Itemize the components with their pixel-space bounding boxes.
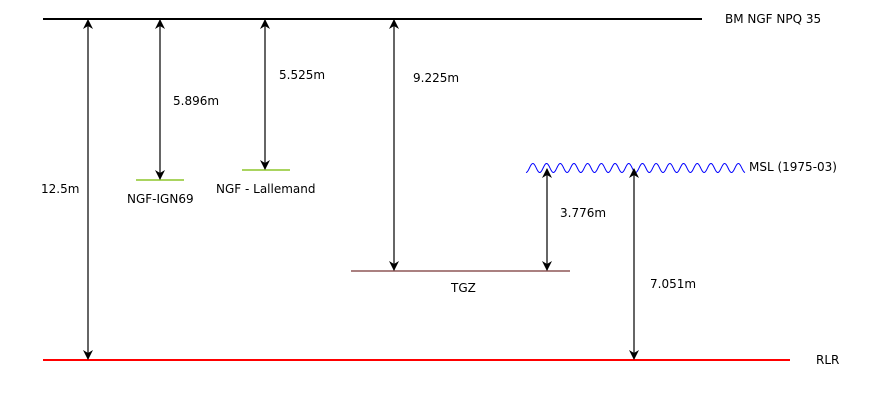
distance-bm-lallemand: 5.525m [279,68,325,82]
distance-msl-rlr: 7.051m [650,277,696,291]
distance-bm-tgz: 9.225m [413,71,459,85]
bm-label: BM NGF NPQ 35 [725,12,821,26]
distance-msl-tgz: 3.776m [560,206,606,220]
ngf-ign69-label: NGF-IGN69 [127,192,194,206]
tgz-label: TGZ [450,281,476,295]
rlr-label: RLR [816,353,839,367]
msl-wavy-line [525,162,746,174]
distance-bm-ign69: 5.896m [173,94,219,108]
msl-label: MSL (1975-03) [749,160,837,174]
ngf-lallemand-label: NGF - Lallemand [216,182,316,196]
distance-bm-rlr: 12.5m [41,182,79,196]
